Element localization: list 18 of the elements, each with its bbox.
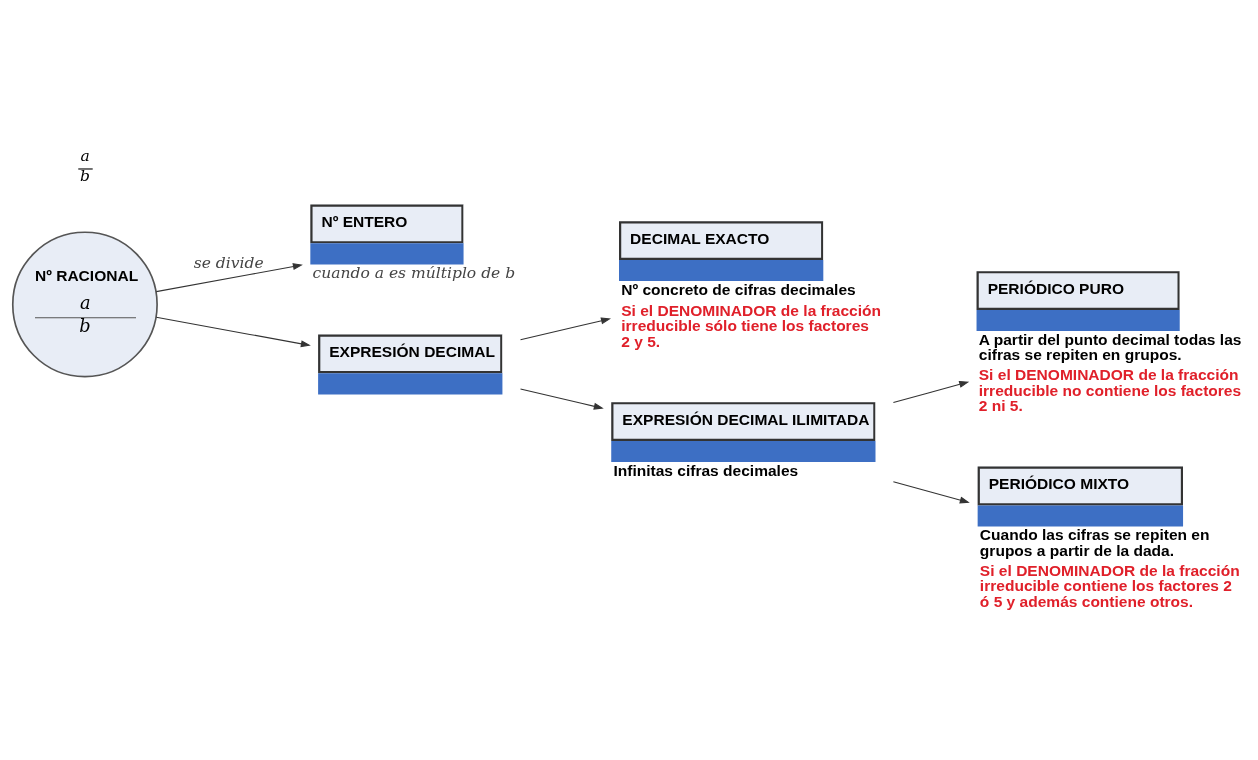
node-label: Si el DENOMINADOR de la fracción irreducible contiene los factores 2 ó 5 y además contiene otros. bbox=[979, 561, 1240, 610]
arrow bbox=[155, 316, 311, 347]
node-label: Si el DENOMINADOR de la fracción irreducible no contiene los factores 2 ni 5. bbox=[978, 365, 1242, 414]
node-circle: Nº RACIONAL a b bbox=[11, 230, 158, 377]
arrow bbox=[155, 262, 303, 292]
node-label: Cuando las cifras se repiten en grupos a partir de la dada. bbox=[979, 525, 1210, 559]
node-label: cuando a es múltiplo de b bbox=[312, 263, 516, 282]
label: a bbox=[80, 146, 90, 165]
label: b bbox=[79, 166, 90, 185]
edge-label: se divide bbox=[193, 253, 264, 272]
arrow bbox=[892, 380, 970, 403]
node-label: Si el DENOMINADOR de la fracción irreducible sólo tiene los factores 2 y 5. bbox=[621, 301, 882, 350]
arrow bbox=[519, 316, 611, 340]
node-label: A partir del punto decimal todas las cifras se repiten en grupos. bbox=[978, 330, 1242, 363]
arrow bbox=[519, 387, 604, 410]
arrow bbox=[892, 480, 970, 503]
node-label: Infinitas cifras decimales bbox=[613, 461, 799, 479]
node-label: Nº concreto de cifras decimales bbox=[621, 280, 856, 298]
